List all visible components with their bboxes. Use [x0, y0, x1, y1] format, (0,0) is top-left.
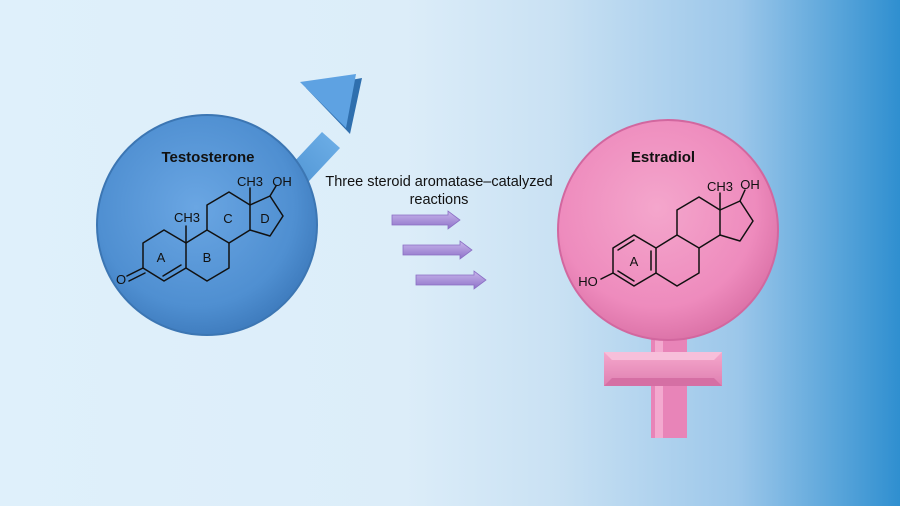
testosterone-c18-methyl-label: CH3 [237, 174, 263, 189]
testosterone-ring-c-label: C [223, 211, 232, 226]
estradiol-ring-c [676, 196, 721, 249]
testosterone-ring-a-double-bond [162, 264, 182, 277]
male-arrowhead [300, 74, 356, 128]
testosterone-oh-bond [269, 185, 277, 197]
estradiol-oh-label: OH [740, 177, 760, 192]
estradiol-phenol-label: HO [578, 274, 598, 289]
reaction-caption-line-1: Three steroid aromatase–catalyzed [325, 174, 552, 190]
testosterone-ring-d [249, 195, 284, 237]
testosterone-ketone-label: O [116, 272, 126, 287]
testosterone-ring-b-label: B [203, 250, 212, 265]
estradiol-c18-methyl-label: CH3 [707, 179, 733, 194]
testosterone-structure: Testosterone A B C D CH3 CH3 OH O [116, 149, 292, 287]
testosterone-ketone-bond [126, 267, 144, 277]
reaction-caption-line-2: reactions [410, 192, 469, 208]
male-symbol [96, 74, 362, 336]
estradiol-name: Estradiol [631, 149, 695, 166]
estradiol-ring-a-label: A [630, 254, 639, 269]
female-symbol [557, 119, 779, 438]
testosterone-ring-b [185, 229, 230, 282]
reaction-arrow-1 [391, 210, 461, 230]
estradiol-oh-bond [739, 189, 746, 202]
testosterone-c19-methyl-label: CH3 [174, 210, 200, 225]
testosterone-ring-d-label: D [260, 211, 269, 226]
estradiol-structure: Estradiol A CH3 OH HO [578, 149, 760, 289]
reaction-annotation: Three steroid aromatase–catalyzed reacti… [325, 174, 553, 290]
estradiol-ring-a-double-bond-3 [617, 270, 635, 282]
estradiol-ring-d [719, 200, 754, 242]
estradiol-ring-b [655, 234, 700, 287]
reaction-arrow-3 [415, 270, 487, 290]
testosterone-ketone-bond-2 [128, 272, 146, 282]
testosterone-ring-c [206, 191, 251, 244]
testosterone-ring-a-label: A [157, 250, 166, 265]
estradiol-phenol-bond [600, 272, 614, 280]
estradiol-ring-a-double-bond-1 [617, 239, 635, 251]
female-crossbar-bevel-bottom [604, 378, 722, 386]
reaction-arrow-2 [402, 240, 473, 260]
testosterone-oh-label: OH [272, 174, 292, 189]
female-circle [557, 119, 779, 341]
female-crossbar-bevel [604, 352, 722, 360]
testosterone-name: Testosterone [161, 149, 254, 166]
